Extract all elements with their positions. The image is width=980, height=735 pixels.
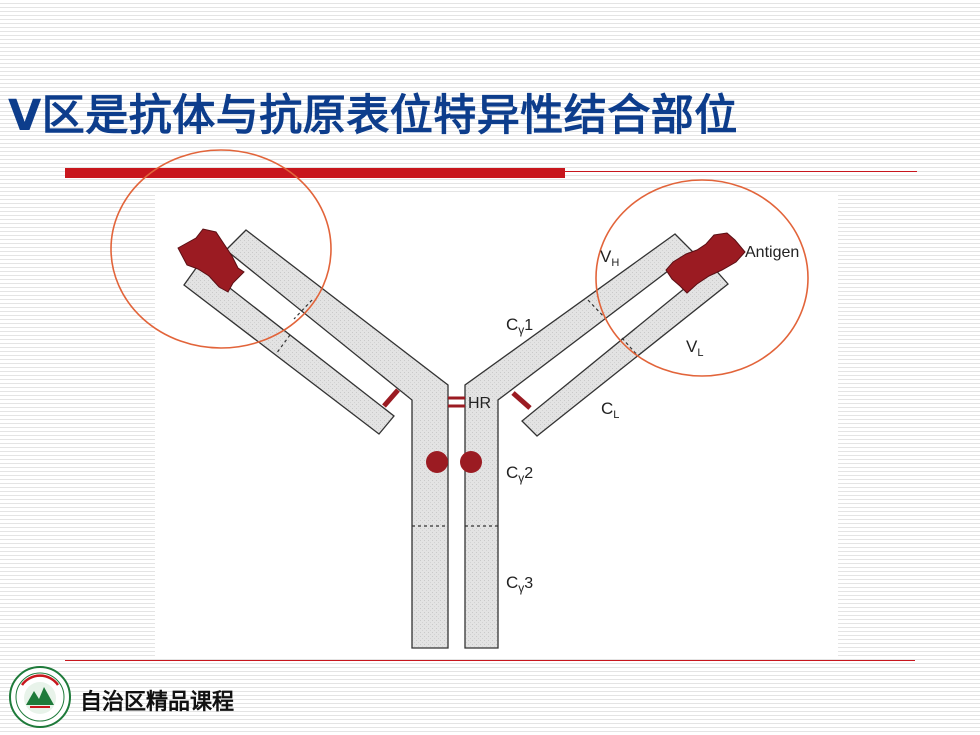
left-highlight-circle [110, 149, 332, 349]
footer-course-label: 自治区精品课程 [80, 690, 235, 715]
left-disulfide-bond [382, 388, 400, 408]
right-light-chain [521, 265, 729, 437]
label-cl: CL [601, 399, 619, 421]
label-hr: HR [468, 395, 491, 412]
label-vl: VL [686, 337, 703, 359]
footer-divider-line [65, 660, 915, 661]
right-disulfide-bond [511, 391, 532, 410]
left-vh-ch-boundary [293, 299, 313, 320]
right-antigen [665, 232, 746, 294]
label-cg2: Cγ2 [506, 463, 533, 485]
label-antigen: Antigen [745, 244, 799, 261]
label-cg3: Cγ3 [506, 573, 533, 595]
university-logo-icon [9, 666, 71, 728]
right-vl-cl-boundary [621, 337, 639, 357]
right-heavy-chain [464, 233, 694, 649]
left-heavy-chain [225, 229, 449, 649]
right-highlight-circle [595, 179, 809, 377]
left-vl-cl-boundary [275, 334, 291, 355]
label-cg1: Cγ1 [506, 315, 533, 337]
left-carbohydrate-dot [426, 451, 448, 473]
left-antigen [177, 228, 245, 293]
title-accent-bar [65, 168, 565, 178]
left-light-chain [183, 263, 395, 435]
label-vh: VH [600, 247, 619, 269]
slide-title: V区是抗体与抗原表位特异性结合部位 [8, 91, 738, 141]
right-vh-ch-boundary [587, 299, 606, 319]
right-carbohydrate-dot [460, 451, 482, 473]
title-divider-line [565, 171, 917, 172]
